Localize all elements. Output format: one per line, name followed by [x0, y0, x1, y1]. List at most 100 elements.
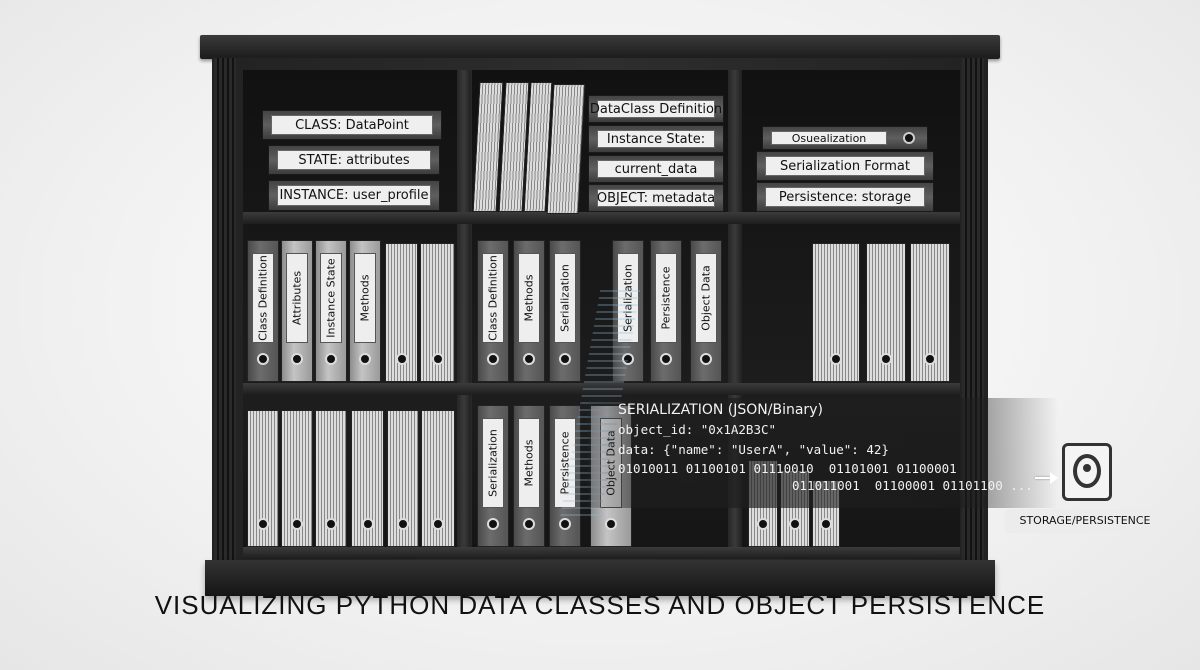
spine-label: Persistence: [554, 418, 576, 508]
horizontal-binder: Osuealization: [762, 126, 928, 150]
binder: Methods: [513, 405, 545, 547]
ring-icon: [830, 353, 842, 365]
horizontal-binder: STATE: attributes: [268, 145, 440, 175]
horizontal-binder: OBJECT: metadata: [588, 184, 724, 212]
ring-icon: [820, 518, 832, 530]
ring-icon: [903, 132, 915, 144]
spine-label: Persistence: [655, 253, 677, 343]
data-line: data: {"name": "UserA", "value": 42}: [618, 442, 889, 457]
ring-icon: [395, 353, 408, 365]
spine-label: Attributes: [286, 253, 308, 343]
binder: Persistence: [549, 405, 581, 547]
spine-text: Instance State: [324, 258, 338, 338]
spine-text: Methods: [522, 439, 536, 487]
binder-stack: [546, 84, 586, 214]
hard-drive-icon: [1062, 443, 1112, 501]
arrowhead-icon: [1050, 472, 1058, 484]
spine-label: Serialization: [482, 418, 504, 508]
horizontal-binder: current_data: [588, 155, 724, 183]
spine-label: Object Data: [695, 253, 717, 343]
divider: [457, 70, 471, 550]
spine-label: Class Definition: [252, 253, 274, 343]
ring-icon: [361, 518, 374, 530]
binder: Attributes: [281, 240, 313, 382]
spine-text: Object Data: [699, 265, 713, 331]
ring-icon: [431, 353, 444, 365]
binder: Serialization: [477, 405, 509, 547]
serialization-heading: SERIALIZATION (JSON/Binary): [618, 402, 823, 418]
binder: Methods: [513, 240, 545, 382]
binder: Serialization: [612, 240, 644, 382]
spine-label: Methods: [518, 253, 540, 343]
spine-text: Class Definition: [256, 255, 270, 341]
binder: Methods: [349, 240, 381, 382]
binary-line-2: 011011001 01100001 01101100 ...: [792, 478, 1033, 493]
binder: Persistence: [650, 240, 682, 382]
arrow-icon: [1035, 477, 1053, 479]
serialization-overlay: [588, 398, 1058, 508]
spine-text: Serialization: [486, 429, 500, 497]
spindle-icon: [1083, 464, 1091, 472]
spine-text: Class Definition: [486, 255, 500, 341]
spine-text: Methods: [522, 274, 536, 322]
spine-label: Methods: [354, 253, 376, 343]
binder-label: Persistence: storage: [765, 187, 925, 207]
ring-icon: [432, 518, 444, 530]
ring-icon: [487, 518, 499, 530]
ring-icon: [559, 353, 571, 365]
binder: [385, 243, 418, 382]
ring-icon: [924, 353, 936, 365]
spine-text: Methods: [358, 274, 372, 322]
spine-label: Methods: [518, 418, 540, 508]
ring-icon: [487, 353, 499, 365]
binder: [910, 243, 950, 382]
binder: [315, 410, 347, 547]
binary-line-1: 01010011 01100101 01110010 01101001 0110…: [618, 461, 957, 476]
ring-icon: [622, 353, 634, 365]
binder-label: CLASS: DataPoint: [271, 115, 433, 135]
horizontal-binder: Instance State:: [588, 125, 724, 153]
ring-icon: [700, 353, 712, 365]
ring-icon: [397, 518, 409, 530]
cabinet-crown: [200, 35, 1000, 59]
horizontal-binder: INSTANCE: user_profile: [268, 180, 440, 211]
shelf: [243, 383, 960, 395]
binder: Class Definition: [247, 240, 279, 382]
spine-label: Serialization: [617, 253, 639, 343]
left-pillar: [214, 58, 236, 562]
ring-icon: [257, 518, 269, 530]
ring-icon: [291, 518, 303, 530]
ring-icon: [291, 353, 303, 365]
horizontal-binder: DataClass Definition: [588, 95, 724, 123]
binder-label: Instance State:: [597, 130, 715, 148]
binder: Serialization: [549, 240, 581, 382]
binder: [247, 410, 279, 547]
spine-text: Serialization: [558, 264, 572, 332]
ring-icon: [789, 518, 801, 530]
shelf: [243, 212, 960, 224]
ring-icon: [660, 353, 672, 365]
ring-icon: [359, 353, 371, 365]
binder-label: OBJECT: metadata: [596, 189, 716, 207]
binder: Class Definition: [477, 240, 509, 382]
page-title: VISUALIZING PYTHON DATA CLASSES AND OBJE…: [154, 590, 1046, 620]
binder-label: Osuealization: [771, 131, 887, 145]
binder-label: Serialization Format: [765, 156, 925, 176]
binder: [866, 243, 906, 382]
object-id-line: object_id: "0x1A2B3C": [618, 422, 777, 437]
spine-label: Serialization: [554, 253, 576, 343]
ring-icon: [605, 518, 617, 530]
ring-icon: [523, 353, 535, 365]
horizontal-binder: Serialization Format: [756, 151, 934, 181]
binder: [421, 410, 455, 547]
binder: Object Data: [690, 240, 722, 382]
platter-icon: [1073, 454, 1101, 488]
binder-label: current_data: [597, 160, 715, 178]
ring-icon: [880, 353, 892, 365]
spine-label: Instance State: [320, 253, 342, 343]
spine-label: Class Definition: [482, 253, 504, 343]
binder: [387, 410, 419, 547]
horizontal-binder: CLASS: DataPoint: [262, 110, 442, 140]
ring-icon: [325, 518, 337, 530]
ring-icon: [757, 518, 769, 530]
